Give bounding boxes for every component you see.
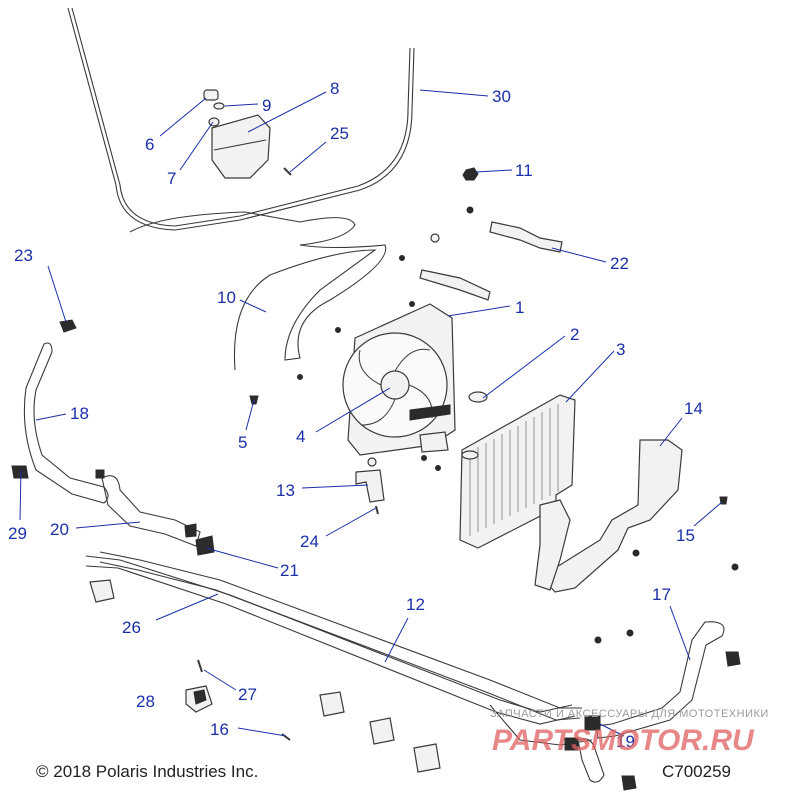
diagram-code: C700259 [662, 762, 731, 781]
part-14-deflector [539, 439, 683, 593]
callout-15: 15 [676, 526, 695, 545]
callout-29: 29 [8, 524, 27, 543]
fastener [621, 775, 637, 791]
part-19-clamp [564, 737, 579, 751]
leader-lines [19, 89, 723, 737]
part-11-nut [462, 167, 479, 181]
part-3-radiator-fins [469, 404, 559, 536]
part-4-fan-hub [380, 370, 410, 400]
fastener [594, 636, 602, 644]
callout-4: 4 [296, 427, 305, 446]
fastener [399, 255, 405, 261]
fastener [335, 327, 341, 333]
lower-hose [577, 738, 605, 783]
watermark-logo: PARTSMOTOR.RU [492, 724, 755, 757]
fastener [725, 651, 741, 667]
part-8-reservoir [211, 114, 271, 179]
watermark: ЗАПЧАСТИ И АКСЕССУАРЫ ДЛЯ МОТОТЕХНИКИ PA… [490, 708, 769, 757]
part-20-hose [101, 475, 201, 547]
part-26-pipe [85, 555, 573, 713]
part-17-hose [595, 621, 725, 739]
callout-2: 2 [570, 325, 579, 344]
mount-clip [413, 743, 441, 773]
callout-8: 8 [330, 79, 339, 98]
callout-6: 6 [145, 135, 154, 154]
callout-24: 24 [300, 532, 319, 551]
part-8-seam [213, 139, 267, 151]
part-19-clamp [584, 715, 601, 731]
mount-clip [319, 691, 345, 717]
part-28-clip-dark [193, 689, 207, 705]
callout-3: 3 [616, 340, 625, 359]
part-2-grommet [468, 391, 488, 403]
fastener [731, 563, 739, 571]
fastener [626, 629, 634, 637]
fastener [409, 301, 415, 307]
callout-22: 22 [610, 254, 629, 273]
fastener [466, 206, 474, 214]
part-30-line [67, 7, 415, 231]
part-29-clamp [11, 465, 29, 479]
fastener [632, 549, 640, 557]
line-art [11, 7, 741, 791]
callout-26: 26 [122, 618, 141, 637]
part-1-shroud-feet [409, 404, 451, 421]
callout-21: 21 [280, 561, 299, 580]
part-10-hose [129, 211, 387, 371]
callout-13: 13 [276, 481, 295, 500]
fastener [421, 455, 427, 461]
part-13-bracket [355, 469, 385, 503]
callout-27: 27 [238, 685, 257, 704]
part-3-radiator-cap [461, 450, 479, 460]
bracket-lower [419, 431, 449, 453]
callout-12: 12 [406, 595, 425, 614]
callout-17: 17 [652, 585, 671, 604]
callout-25: 25 [330, 124, 349, 143]
callout-labels: 1 2 3 4 5 6 7 8 9 10 11 12 13 14 15 16 1… [8, 79, 703, 751]
part-18-hose [23, 342, 109, 504]
part-21-clamp [195, 535, 215, 556]
callout-28: 28 [136, 692, 155, 711]
callout-11: 11 [515, 161, 533, 180]
part-14-lower-shield [534, 499, 571, 591]
callout-30: 30 [492, 87, 511, 106]
part-25-screw [283, 167, 292, 176]
callout-14: 14 [684, 399, 703, 418]
callout-23: 23 [14, 246, 33, 265]
copyright-text: © 2018 Polaris Industries Inc. [36, 762, 258, 781]
part-6-cap [203, 89, 219, 101]
callout-7: 7 [167, 169, 176, 188]
mount-clip [89, 579, 115, 603]
callout-18: 18 [70, 404, 89, 423]
callout-9: 9 [262, 96, 271, 115]
mount-clip [369, 717, 395, 745]
part-12-pipe-edge [99, 561, 581, 721]
part-22-bracket [489, 221, 563, 253]
fastener [95, 469, 105, 479]
part-21-clamp [184, 523, 197, 538]
part-24-bolt [375, 505, 379, 515]
fastener [297, 374, 303, 380]
callout-5: 5 [238, 433, 247, 452]
part-30-line-inner [71, 7, 411, 227]
fastener [430, 233, 440, 243]
callout-10: 10 [217, 288, 236, 307]
callout-19: 19 [616, 732, 635, 751]
watermark-tagline: ЗАПЧАСТИ И АКСЕССУАРЫ ДЛЯ МОТОТЕХНИКИ [490, 708, 769, 720]
bracket-upper [419, 269, 491, 301]
fastener [367, 457, 377, 467]
callout-16: 16 [210, 720, 229, 739]
callout-1: 1 [515, 298, 524, 317]
part-9-washer [213, 102, 225, 110]
callout-20: 20 [50, 520, 69, 539]
fastener [435, 465, 441, 471]
part-27-bolt [197, 659, 203, 673]
part-23-clamp [59, 319, 77, 333]
part-16-screw [281, 733, 291, 741]
part-26-pipe-edge [85, 565, 576, 725]
part-12-pipe [99, 551, 582, 709]
